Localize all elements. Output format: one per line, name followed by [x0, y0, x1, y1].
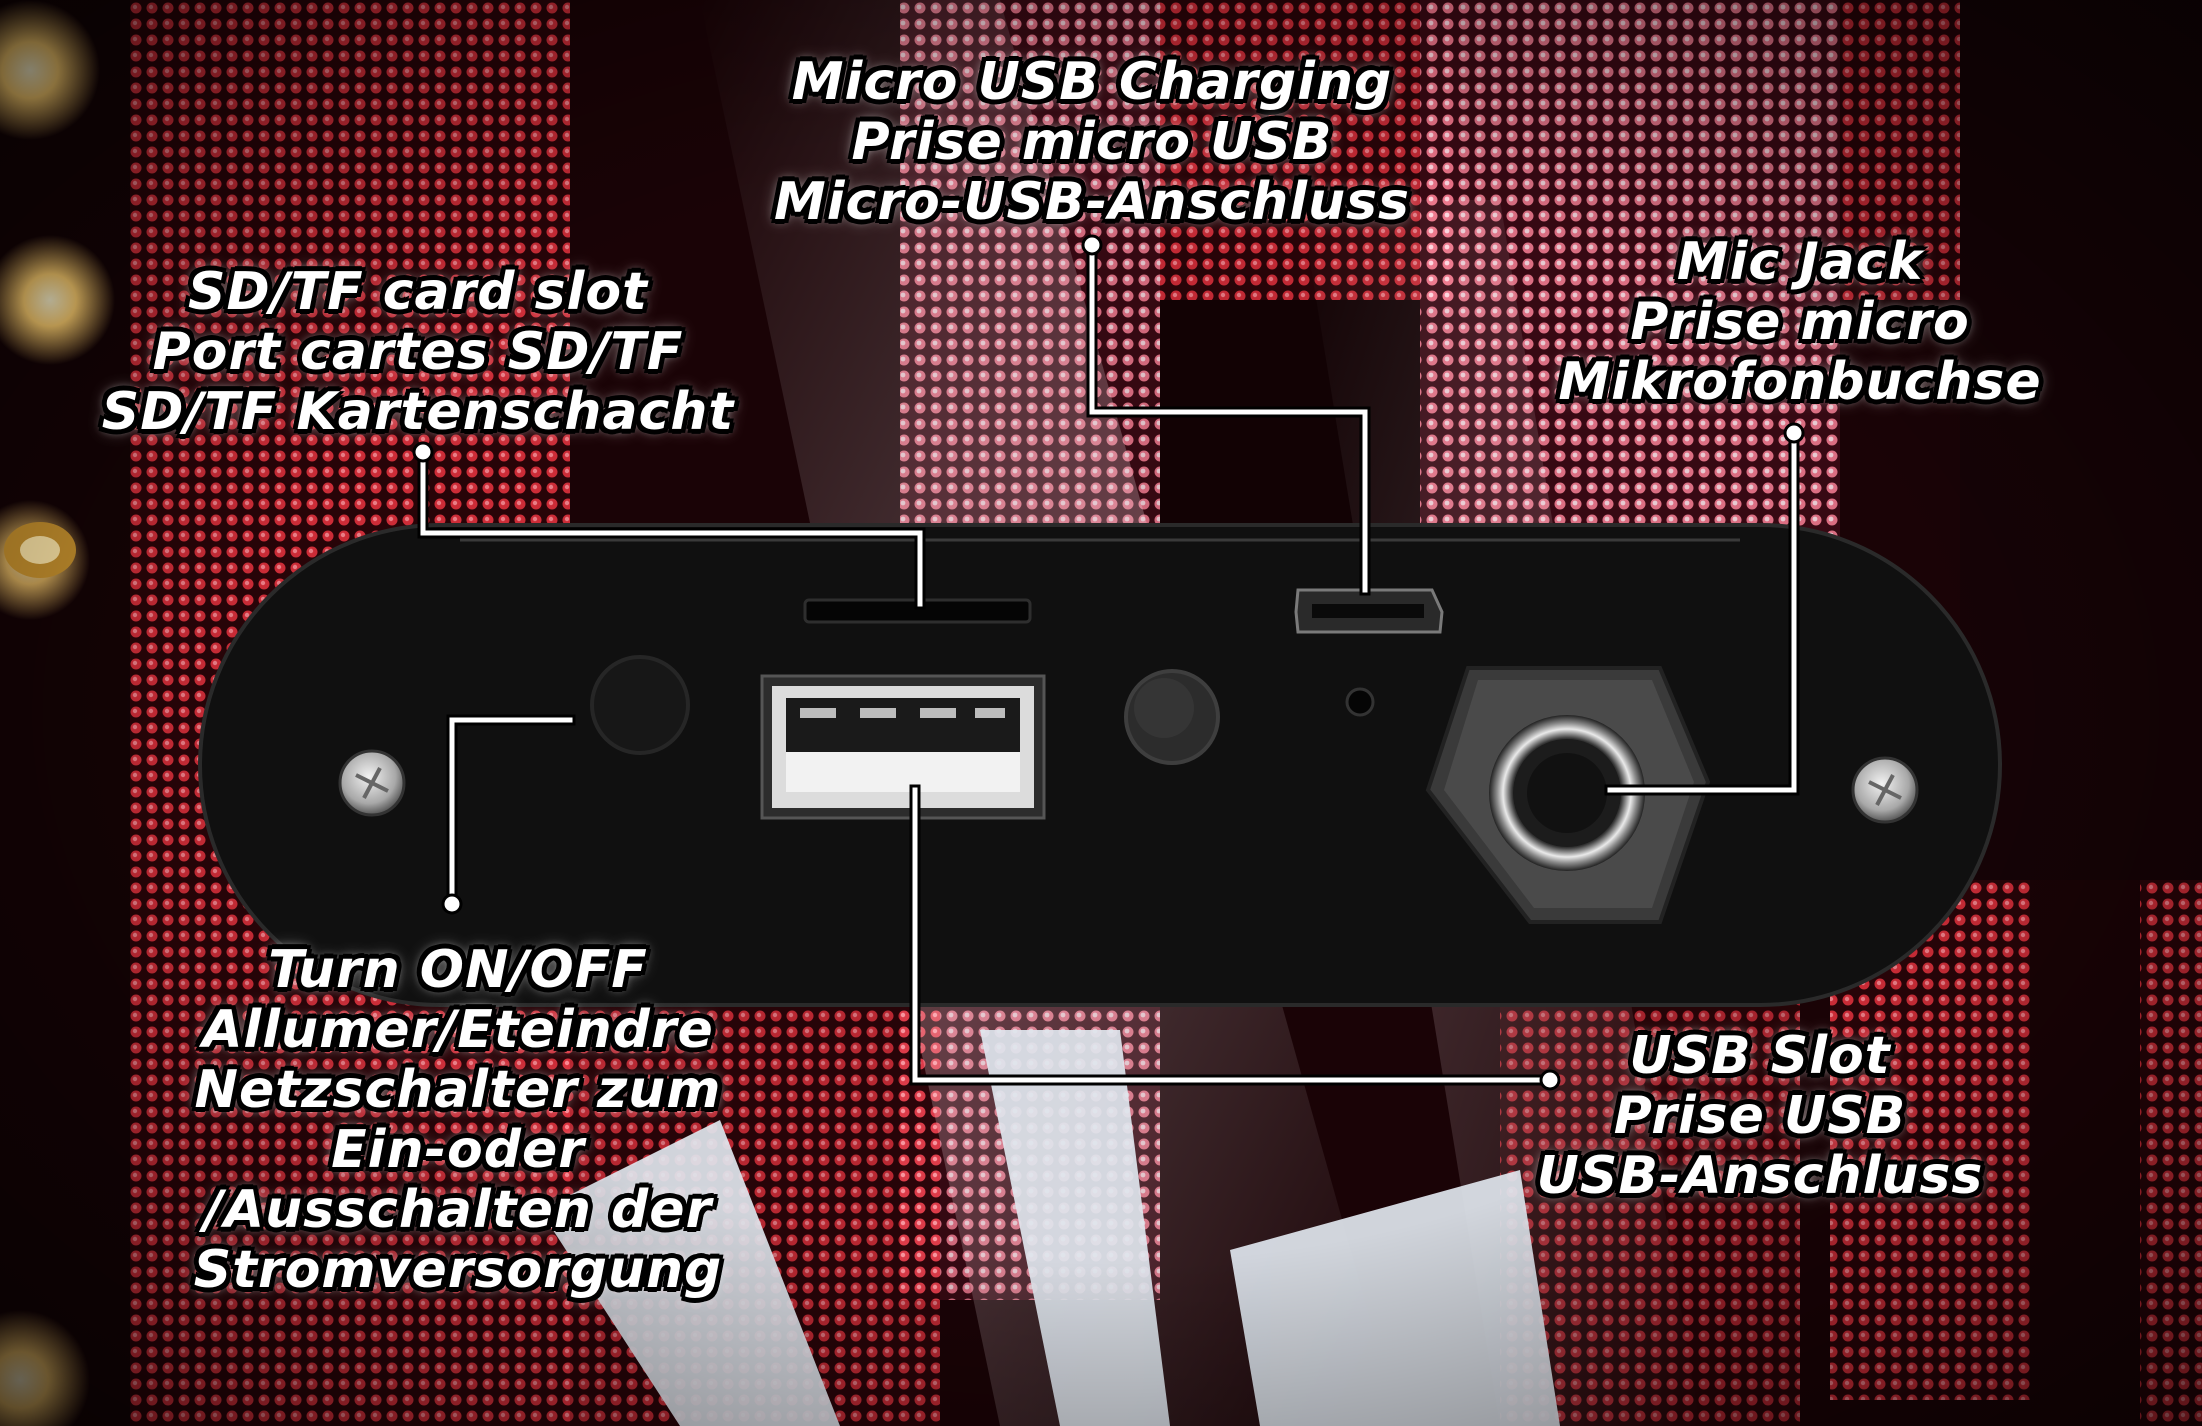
panel-body: [198, 523, 2002, 1007]
callout-usb-slot: USB Slot Prise USB USB-Anschluss: [1480, 1026, 2040, 1206]
callout-line: Allumer/Eteindre: [202, 1000, 714, 1060]
callout-line: Turn ON/OFF: [268, 940, 648, 1000]
screw-left: [338, 749, 406, 817]
led-indicator: [1345, 687, 1375, 717]
callout-line: Micro-USB-Anschluss: [773, 172, 1411, 232]
callout-sd-card-slot: SD/TF card slot Port cartes SD/TF SD/TF …: [28, 262, 808, 442]
callout-line: Micro USB Charging: [791, 52, 1393, 112]
callout-line: /Ausschalten der: [203, 1180, 713, 1240]
callout-line: USB-Anschluss: [1536, 1146, 1984, 1206]
micro-usb-leader: [1089, 242, 1368, 593]
device-panel: [198, 523, 2002, 1007]
callout-leader-lines: [412, 234, 1805, 1091]
callout-line: SD/TF card slot: [188, 262, 648, 322]
callout-mic-jack: Mic Jack Prise micro Mikrofonbuchse: [1480, 232, 2120, 412]
usb-slot-leader-dot: [1539, 1069, 1561, 1091]
sd-card-leader-dot: [412, 441, 434, 463]
callout-line: Mikrofonbuchse: [1558, 352, 2042, 412]
callout-line: Prise micro: [1630, 292, 1970, 352]
power-switch: [590, 655, 690, 755]
callout-line: Stromversorgung: [193, 1240, 723, 1300]
screw-right: [1851, 756, 1919, 824]
callout-micro-usb-charging: Micro USB Charging Prise micro USB Micro…: [712, 52, 1472, 232]
callout-line: Ein-oder: [331, 1120, 585, 1180]
mic-jack: [1425, 666, 1711, 924]
callout-power-switch: Turn ON/OFF Allumer/Eteindre Netzschalte…: [118, 940, 798, 1300]
callout-line: SD/TF Kartenschacht: [101, 382, 735, 442]
callout-line: USB Slot: [1629, 1026, 1891, 1086]
sd-card-leader: [420, 449, 923, 607]
mic-jack-leader-dot: [1783, 422, 1805, 444]
usb-slot-leader: [912, 787, 1553, 1083]
usb-a-port: [760, 674, 1046, 820]
mic-jack-leader: [1607, 430, 1797, 793]
callout-line: Prise USB: [1613, 1086, 1907, 1146]
micro-usb-leader-dot: [1081, 234, 1103, 256]
callout-line: Mic Jack: [1676, 232, 1924, 292]
power-switch-leader: [449, 717, 573, 907]
power-switch-leader-dot: [441, 893, 463, 915]
callout-line: Port cartes SD/TF: [152, 322, 684, 382]
callout-line: Prise micro USB: [851, 112, 1333, 172]
callout-line: Netzschalter zum: [194, 1060, 722, 1120]
